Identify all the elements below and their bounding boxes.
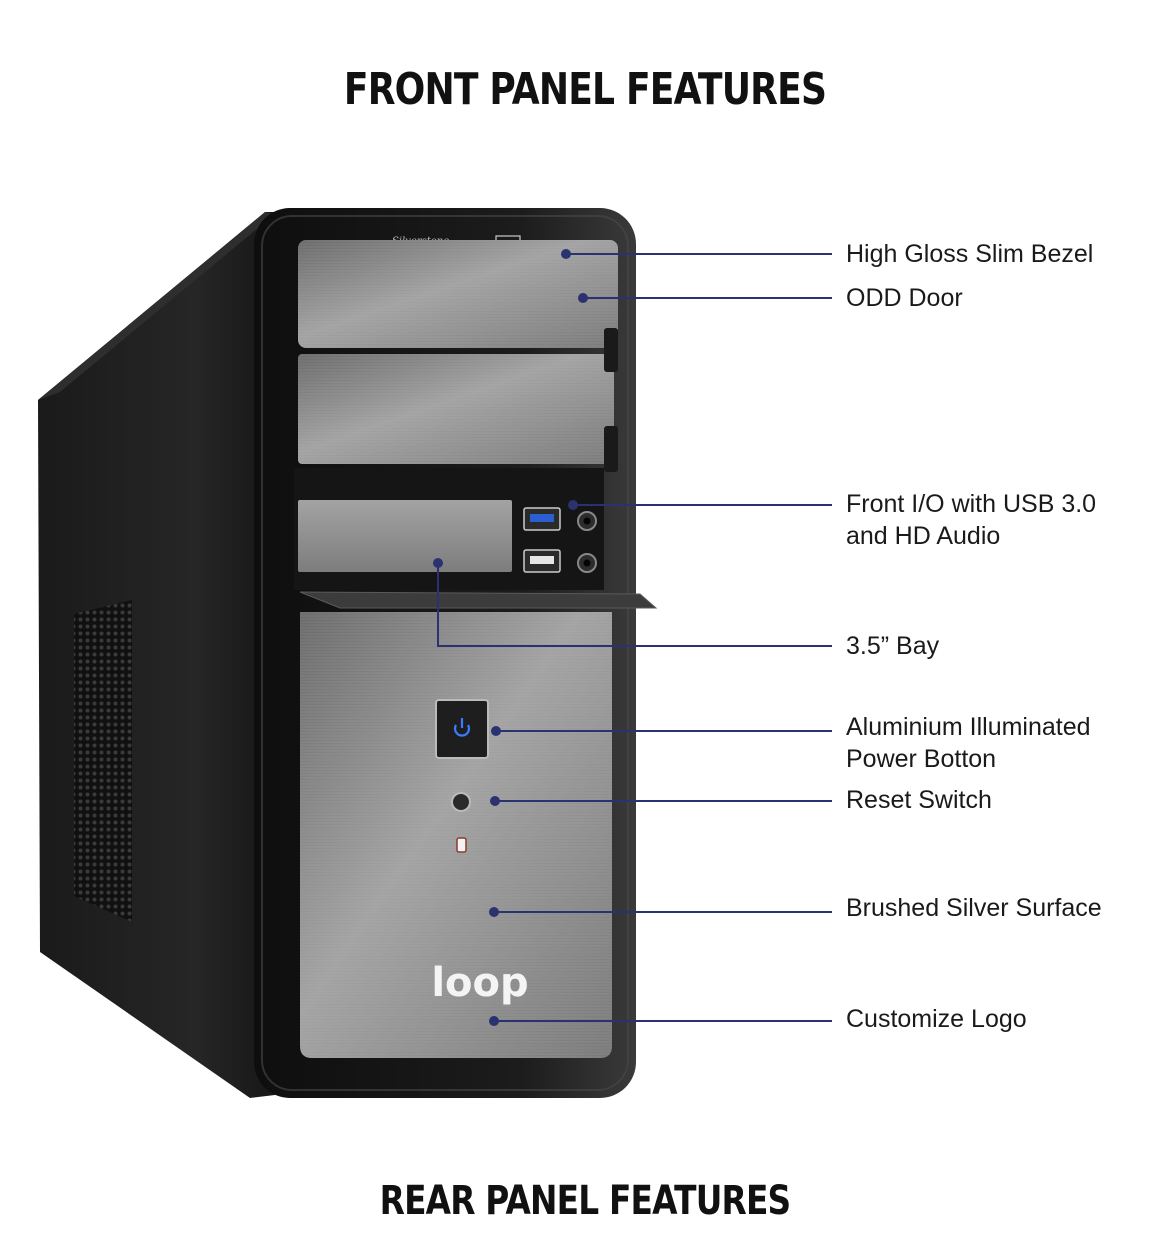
callout-label-line: High Gloss Slim Bezel <box>846 240 1094 268</box>
bay-door-flap <box>299 591 658 609</box>
callout-label-line: Power Botton <box>846 745 997 773</box>
vent-grille <box>74 600 132 922</box>
callout-label-line: and HD Audio <box>846 522 1001 550</box>
hdd-led <box>456 837 467 853</box>
callout-label-power-button: Aluminium Illuminated Power Botton <box>846 711 1091 775</box>
callout-dot-power <box>491 726 501 736</box>
reset-button <box>451 792 471 812</box>
callout-label-front-io: Front I/O with USB 3.0 and HD Audio <box>846 488 1096 552</box>
callout-dot-surface <box>489 907 499 917</box>
power-button <box>435 699 489 759</box>
callout-label-bezel: High Gloss Slim Bezel <box>846 238 1093 270</box>
callout-label-line: Front I/O with USB 3.0 <box>846 490 1097 518</box>
callout-label-odd-door: ODD Door <box>846 282 963 314</box>
callout-label-line: Customize Logo <box>846 1005 1027 1033</box>
callout-dot-odd <box>578 293 588 303</box>
callout-dot-bezel <box>561 249 571 259</box>
callout-label-customize-logo: Customize Logo <box>846 1003 1027 1035</box>
front-panel-heading: FRONT PANEL FEATURES <box>343 64 827 115</box>
callout-dot-reset <box>490 796 500 806</box>
brand-logo: loop <box>431 960 528 1006</box>
callout-dot-logo <box>489 1016 499 1026</box>
callout-dot-io <box>568 500 578 510</box>
callout-label-line: ODD Door <box>846 284 963 312</box>
callout-label-bay: 3.5” Bay <box>846 630 939 662</box>
callout-label-line: 3.5” Bay <box>846 632 940 660</box>
rear-panel-heading: REAR PANEL FEATURES <box>379 1178 791 1224</box>
callout-label-line: Brushed Silver Surface <box>846 894 1102 922</box>
bay-3-5-cover <box>298 500 512 572</box>
callout-label-line: Aluminium Illuminated <box>846 713 1091 741</box>
callout-label-line: Reset Switch <box>846 786 992 814</box>
callout-dot-bay <box>433 558 443 568</box>
callout-label-brushed-surface: Brushed Silver Surface <box>846 892 1102 924</box>
callout-label-reset-switch: Reset Switch <box>846 784 992 816</box>
